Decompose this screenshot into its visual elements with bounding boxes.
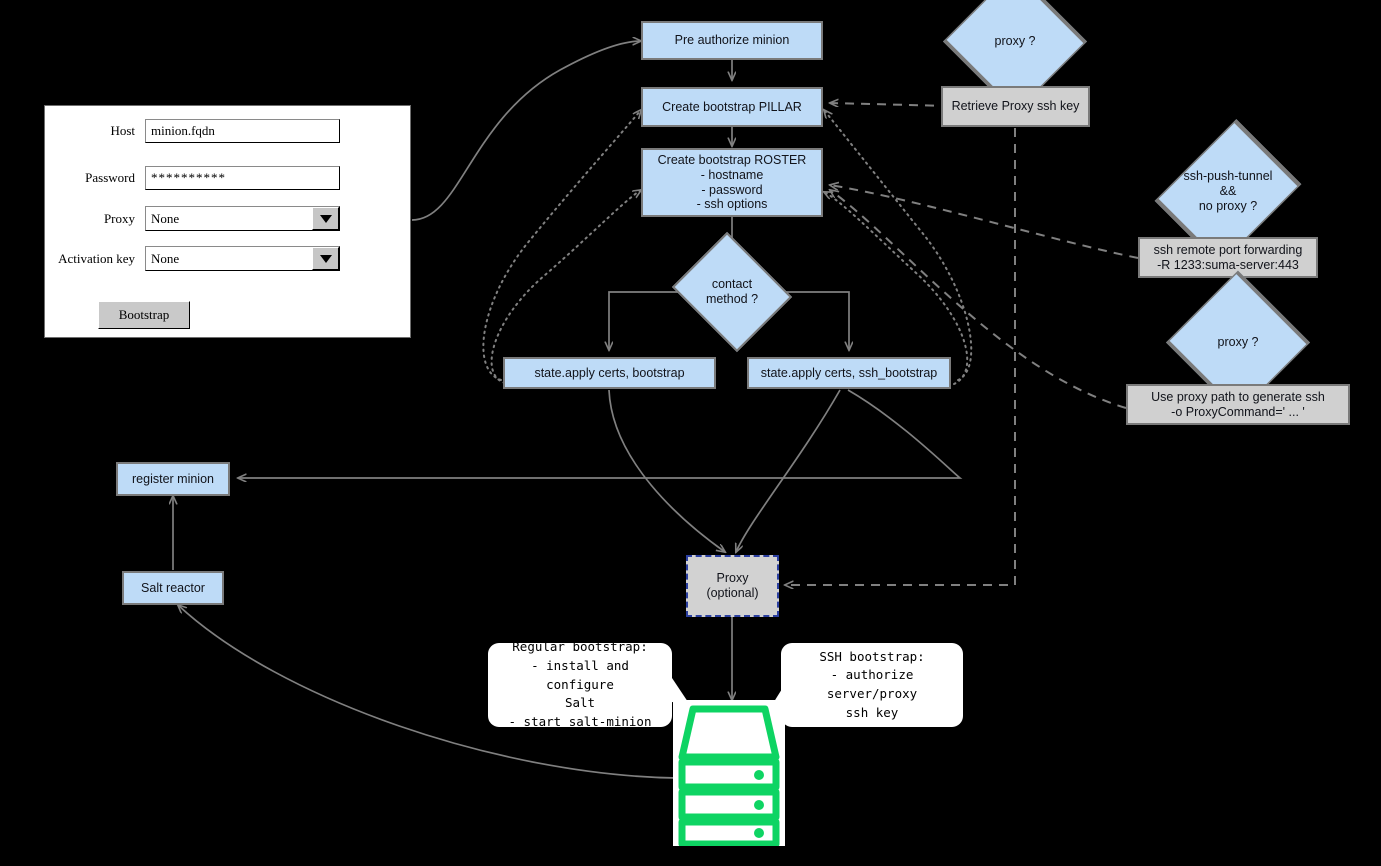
callout-ssh-bootstrap: SSH bootstrap: - authorize server/proxy …: [781, 643, 963, 727]
use-proxy-line1: Use proxy path to generate ssh: [1151, 389, 1325, 404]
ssh-remote-line2: -R 1233:suma-server:443: [1157, 257, 1299, 272]
form-row-password: Password **********: [45, 166, 345, 190]
proxy-select-value: None: [151, 210, 180, 226]
bootstrap-form-panel: Host minion.fqdn Password ********** Pro…: [44, 105, 411, 338]
regular-line1: Regular bootstrap:: [512, 639, 648, 655]
roster-line-hostname: - hostname: [700, 167, 764, 182]
ssh-line3: ssh key: [845, 704, 899, 720]
ssh-push-line3: no proxy ?: [1198, 199, 1258, 213]
proxy-top-label: proxy ?: [994, 34, 1036, 48]
ssh-remote-line1: ssh remote port forwarding: [1153, 242, 1303, 257]
chevron-down-icon[interactable]: [312, 207, 339, 230]
proxy-label: Proxy: [103, 210, 135, 226]
activation-key-label: Activation key: [58, 250, 135, 266]
decision-proxy-top[interactable]: proxy ?: [943, 0, 1087, 114]
host-input[interactable]: minion.fqdn: [145, 119, 340, 143]
form-row-activation-key: Activation key None: [45, 246, 345, 271]
regular-line3: Salt: [564, 695, 596, 711]
decision-ssh-push-tunnel[interactable]: ssh-push-tunnel && no proxy ?: [1154, 119, 1302, 266]
password-label: Password: [85, 170, 135, 185]
roster-line-password: - password: [701, 182, 763, 197]
contact-method-line1: contact: [711, 277, 753, 291]
node-proxy-optional[interactable]: Proxy (optional): [686, 555, 779, 617]
node-ssh-remote-port-forwarding[interactable]: ssh remote port forwarding -R 1233:suma-…: [1138, 237, 1318, 278]
use-proxy-line2: -o ProxyCommand=' ... ': [1171, 404, 1305, 419]
chevron-down-icon[interactable]: [312, 247, 339, 270]
decision-proxy-bottom[interactable]: proxy ?: [1166, 270, 1310, 415]
ssh-line2: - authorize server/proxy: [826, 667, 918, 701]
node-register-minion[interactable]: register minion: [116, 462, 230, 496]
host-label: Host: [110, 123, 135, 138]
proxy-select[interactable]: None: [145, 206, 340, 231]
server-rack-icon: [673, 700, 785, 846]
proxy-bottom-label: proxy ?: [1217, 335, 1259, 349]
node-create-bootstrap-pillar[interactable]: Create bootstrap PILLAR: [641, 87, 823, 127]
node-state-apply-ssh-bootstrap[interactable]: state.apply certs, ssh_bootstrap: [747, 357, 951, 389]
node-state-apply-bootstrap[interactable]: state.apply certs, bootstrap: [503, 357, 716, 389]
node-pre-authorize-minion[interactable]: Pre authorize minion: [641, 21, 823, 60]
proxy-line1: Proxy: [716, 571, 749, 586]
contact-method-line2: method ?: [705, 292, 759, 306]
decision-contact-method[interactable]: contact method ?: [671, 231, 793, 353]
proxy-line2: (optional): [706, 586, 759, 600]
node-retrieve-proxy-ssh-key[interactable]: Retrieve Proxy ssh key: [941, 86, 1090, 127]
activation-key-select[interactable]: None: [145, 246, 340, 271]
node-use-proxy-path[interactable]: Use proxy path to generate ssh -o ProxyC…: [1126, 384, 1350, 425]
node-create-bootstrap-roster[interactable]: Create bootstrap ROSTER - hostname - pas…: [641, 148, 823, 217]
password-input[interactable]: **********: [145, 166, 340, 190]
bootstrap-button[interactable]: Bootstrap: [98, 301, 190, 329]
regular-line4: - start salt-minion: [508, 714, 652, 730]
regular-line2: - install and configure: [531, 657, 629, 692]
roster-line-ssh-options: - ssh options: [696, 197, 768, 212]
ssh-line1: SSH bootstrap:: [819, 648, 925, 664]
ssh-push-line2: &&: [1219, 184, 1237, 198]
form-row-host: Host minion.fqdn: [45, 119, 345, 143]
roster-title: Create bootstrap ROSTER: [657, 153, 807, 167]
form-row-proxy: Proxy None: [45, 206, 345, 231]
activation-key-select-value: None: [151, 250, 180, 266]
node-salt-reactor[interactable]: Salt reactor: [122, 571, 224, 605]
callout-regular-bootstrap: Regular bootstrap: - install and configu…: [488, 639, 672, 729]
ssh-push-line1: ssh-push-tunnel: [1183, 169, 1273, 183]
